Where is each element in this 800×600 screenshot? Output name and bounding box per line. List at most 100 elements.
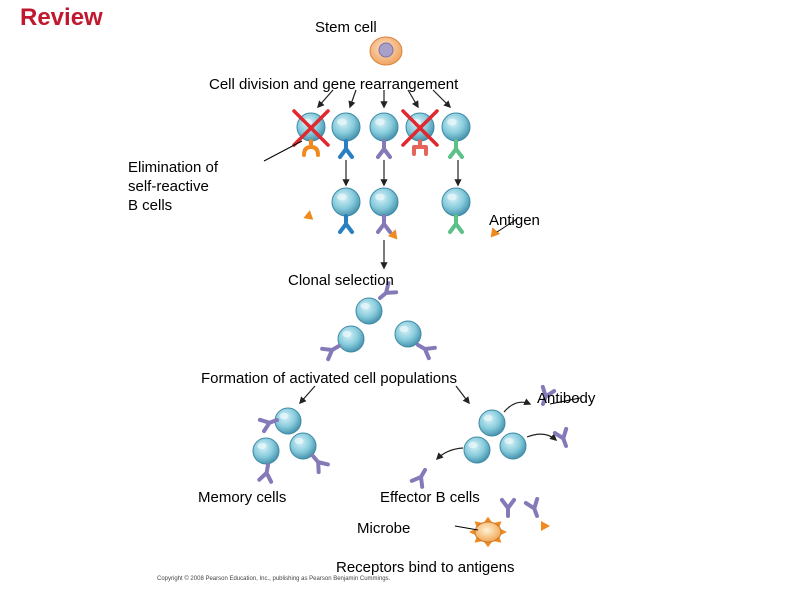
effector-cell-3 (499, 432, 527, 460)
b-cell-green-row2 (441, 187, 471, 217)
antibody-leader-line (549, 397, 581, 405)
binding-antibody-1 (500, 498, 516, 518)
receptors-bind-label: Receptors bind to antigens (336, 559, 515, 576)
receptor-stem (376, 214, 392, 234)
receptor-stem (311, 454, 330, 475)
memory-cell-2 (252, 437, 280, 465)
antibody-1 (540, 384, 557, 406)
cells-layer (252, 36, 581, 548)
cell-highlight (294, 437, 304, 445)
receptor-stem (412, 139, 428, 156)
blue-receptor-row2 (338, 214, 354, 234)
free-antigen-2 (490, 227, 501, 238)
purple-receptor-row2 (376, 214, 392, 234)
microbe (474, 521, 502, 543)
cell-highlight (360, 302, 370, 310)
b-cell-purple-row2 (369, 187, 399, 217)
receptor-stem (500, 498, 516, 518)
cell-highlight (468, 441, 478, 449)
receptor-stem (416, 343, 437, 361)
b-cell-purple (369, 112, 399, 142)
memory-cells-label: Memory cells (198, 489, 287, 506)
green-receptor-row2 (448, 214, 464, 234)
purple-receptor (376, 139, 392, 159)
division-arrow-5 (432, 89, 452, 109)
division-arrow-1 (317, 89, 334, 109)
clonal-receptor-2 (320, 344, 341, 362)
elimination-label-line-2: self-reactive (128, 178, 209, 195)
cell-highlight (337, 118, 347, 126)
cell-highlight (375, 118, 385, 126)
cell-highlight (375, 193, 385, 201)
effector-cell-2 (463, 436, 491, 464)
cell-highlight (483, 414, 493, 422)
receptor-stem (320, 344, 341, 362)
clonal-selection-label: Clonal selection (288, 272, 394, 289)
antibody-label: Antibody (537, 390, 596, 407)
blue-receptor (338, 139, 354, 159)
arrows-layer (299, 89, 558, 461)
elimination-cross-2 (401, 109, 439, 147)
orange-receptor (302, 139, 320, 157)
b-cell-blue-row2 (331, 187, 361, 217)
antibody-arrow-1 (503, 398, 532, 413)
bound-antigen (387, 229, 398, 240)
receptor-stem (448, 139, 464, 159)
cell-highlight (504, 437, 514, 445)
memory-receptor-2 (257, 463, 274, 484)
cell-division-label: Cell division and gene rearrangement (209, 76, 459, 93)
receptor-stem (302, 139, 320, 157)
elimination-cross-1 (292, 109, 330, 147)
stem-cell-nucleus (378, 42, 394, 58)
receptor-stem (448, 214, 464, 234)
green-receptor (448, 139, 464, 159)
receptor-stem (257, 463, 274, 484)
antibody-3 (409, 468, 427, 489)
antibody-2 (552, 426, 569, 448)
memory-receptor-3 (311, 454, 330, 475)
memory-cell-1 (274, 407, 302, 435)
elimination-label-line-3: B cells (128, 197, 173, 214)
receptor-stem (523, 496, 540, 518)
arrow-to-memory (299, 385, 316, 405)
clonal-cell-3 (394, 320, 422, 348)
copyright-notice: Copyright © 2008 Pearson Education, Inc.… (157, 576, 391, 582)
effector-cells-label: Effector B cells (380, 489, 480, 506)
receptor-stem (378, 281, 399, 300)
cell-highlight (337, 193, 347, 201)
memory-receptor-1 (257, 417, 279, 434)
cell-highlight (399, 325, 409, 333)
division-arrow-2 (348, 89, 357, 109)
division-arrow-4 (407, 89, 419, 109)
receptor-stem (552, 426, 569, 448)
cell-highlight (342, 330, 352, 338)
clonal-cell-2 (337, 325, 365, 353)
receptor-stem (338, 214, 354, 234)
slide-title: Review (20, 4, 103, 31)
b-cell-green (441, 112, 471, 142)
clonal-cell-1 (355, 297, 383, 325)
cell-highlight (257, 442, 267, 450)
antigen-leader-line (496, 218, 518, 233)
cell-highlight (447, 193, 457, 201)
arrow-to-effector (455, 385, 470, 405)
antibody-arrow-3 (435, 447, 464, 461)
antibody-arrow-2 (526, 433, 558, 441)
elimination-label-line-1: Elimination of (128, 159, 219, 176)
receptor-stem (540, 384, 557, 406)
clonal-receptor-3 (416, 343, 437, 361)
effector-cell-1 (478, 409, 506, 437)
receptor-stem (376, 139, 392, 159)
clonal-receptor-1 (378, 281, 399, 300)
microbe-leader-line (454, 525, 479, 531)
receptor-stem (409, 468, 427, 489)
microbe-label: Microbe (357, 520, 411, 537)
receptor-stem (338, 139, 354, 159)
cell-highlight (447, 118, 457, 126)
red-receptor (412, 139, 428, 156)
elimination-leader-line (263, 140, 303, 162)
formation-label: Formation of activated cell populations (201, 370, 457, 387)
receptor-stem (257, 417, 279, 434)
microbe-antigen (541, 521, 550, 531)
